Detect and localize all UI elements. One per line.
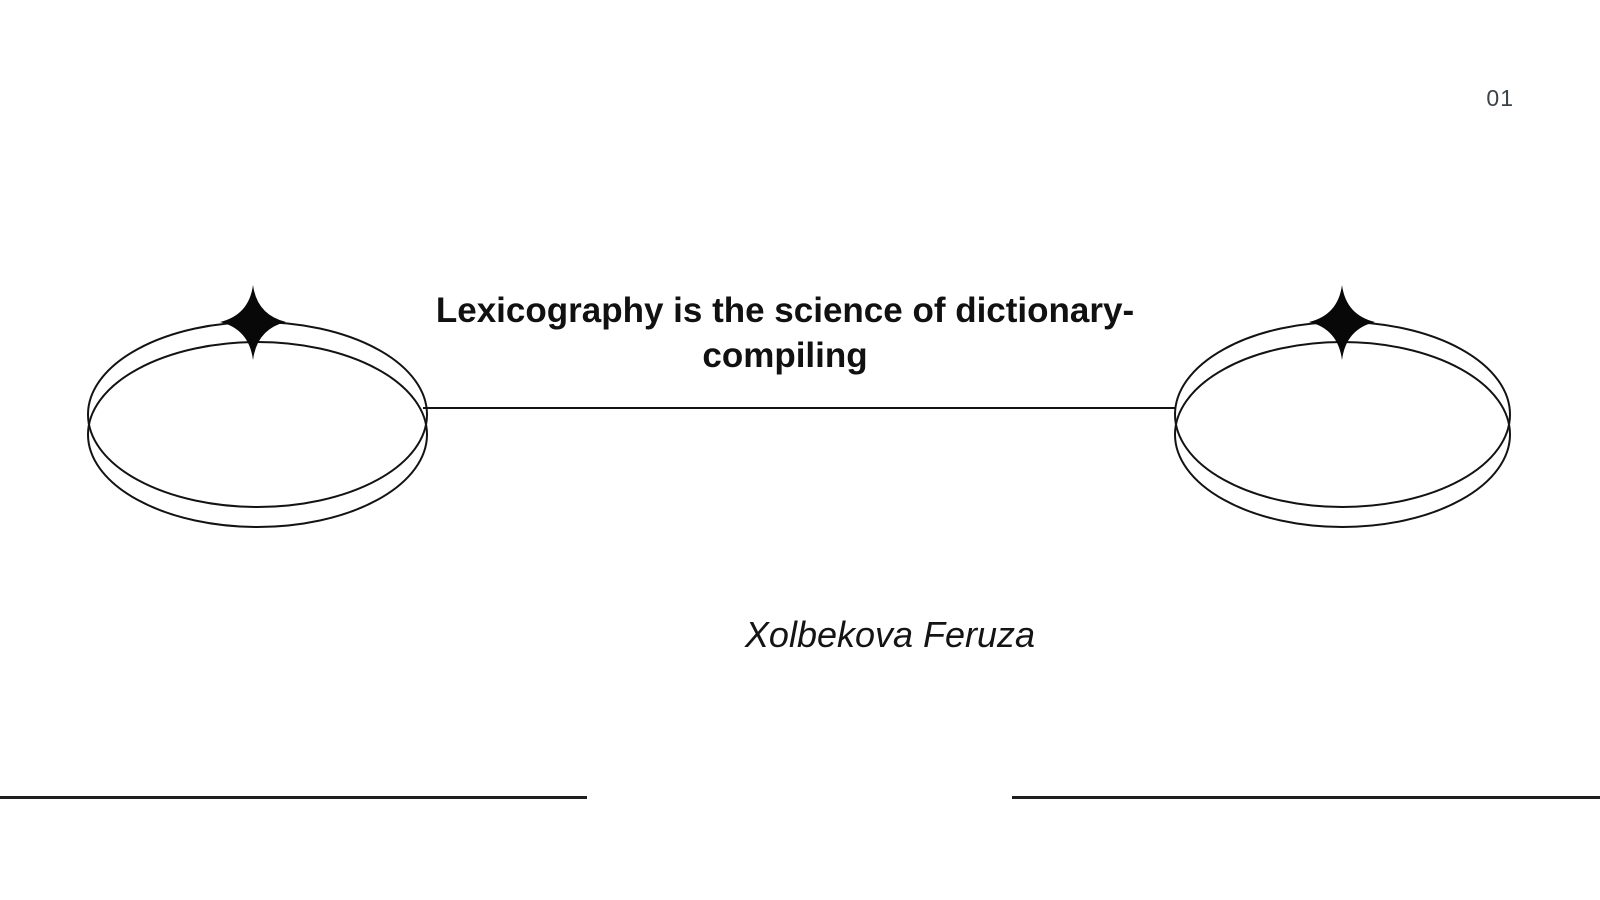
page-number: 01 [1486, 85, 1514, 111]
sparkle-star-icon-left [220, 285, 286, 360]
slide-title: Lexicography is the science of dictionar… [335, 288, 1235, 378]
slide-title-line1: Lexicography is the science of dictionar… [435, 291, 1135, 330]
author-name: Xolbekova Feruza [744, 614, 1036, 655]
sparkle-star-icon-right [1309, 285, 1375, 360]
double-ellipse-ornament-right [1174, 285, 1511, 528]
slide-title-line2: compiling [702, 336, 868, 375]
double-ellipse-ornament-left [87, 285, 428, 528]
